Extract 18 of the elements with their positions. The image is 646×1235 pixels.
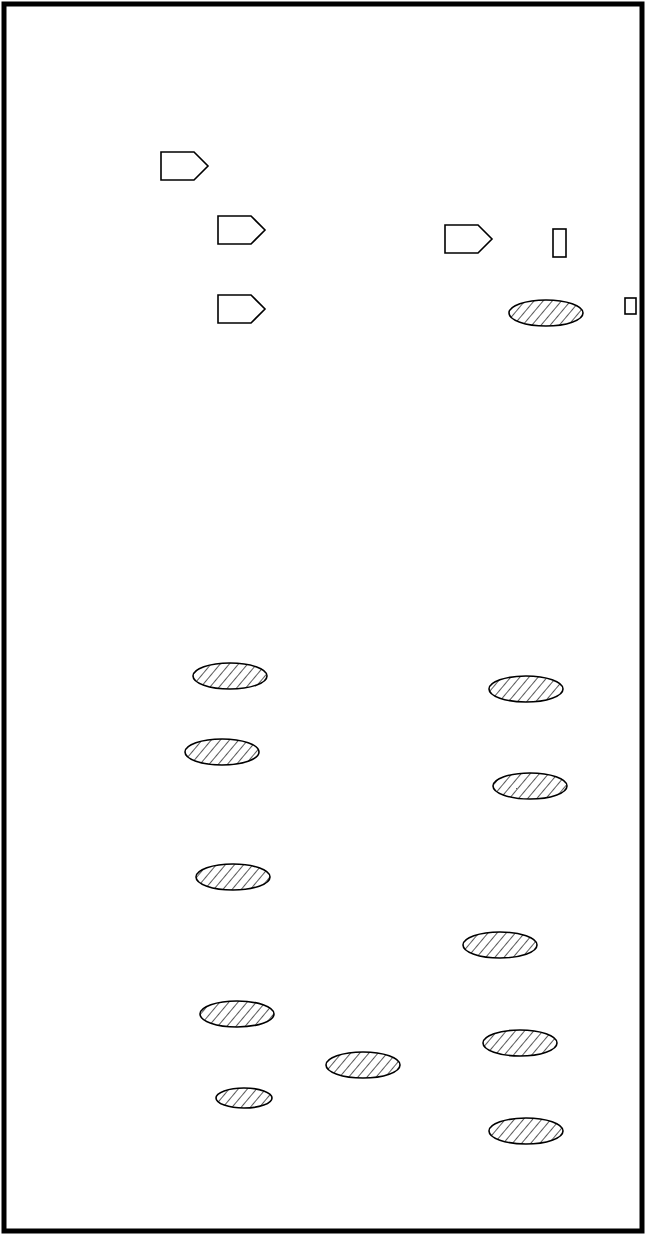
hatched-ellipse [184,738,260,766]
pentagon-shape [217,294,267,324]
hatched-ellipse [192,662,268,690]
hatched-ellipse [488,675,564,703]
hatched-ellipse [325,1051,401,1079]
small-rectangle [552,228,567,258]
hatched-ellipse [215,1087,273,1109]
small-rectangle [624,297,637,315]
pentagon-shape [160,151,210,181]
hatched-ellipse [488,1117,564,1145]
hatched-ellipse [482,1029,558,1057]
hatched-ellipse [195,863,271,891]
hatched-ellipse [492,772,568,800]
pentagon-shape [217,215,267,245]
hatched-ellipse [508,299,584,327]
hatched-ellipse [462,931,538,959]
pentagon-shape [444,224,494,254]
hatched-ellipse [199,1000,275,1028]
